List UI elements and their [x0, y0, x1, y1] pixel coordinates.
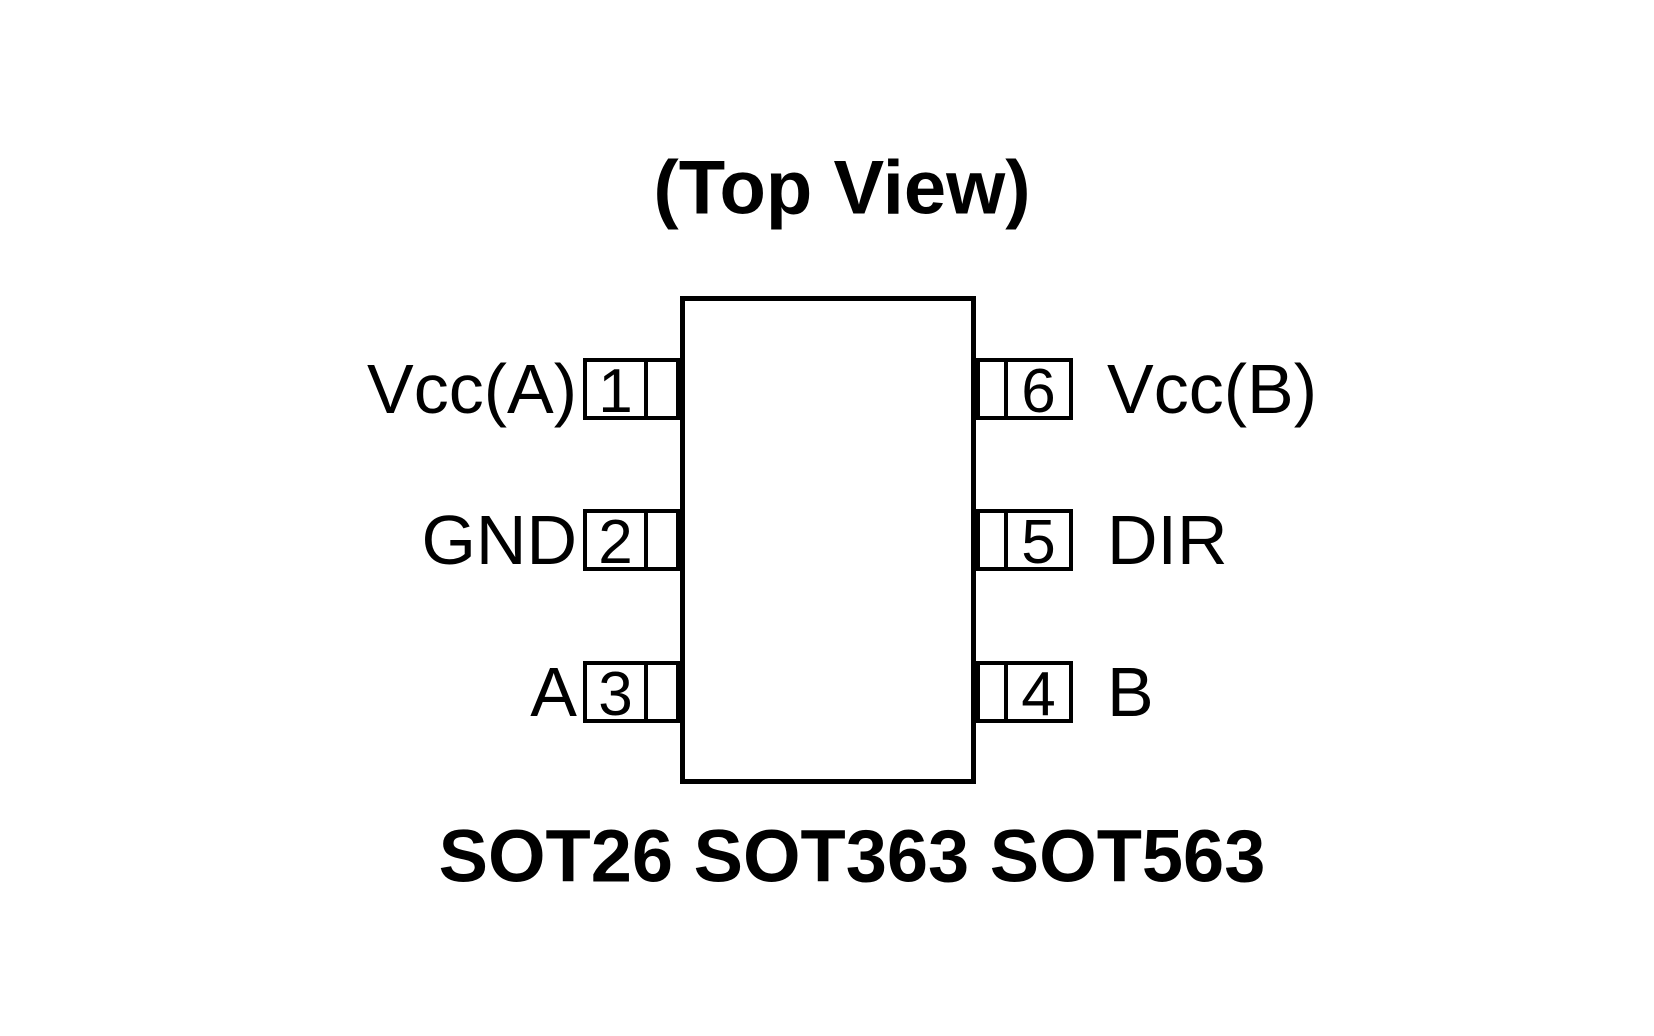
pin-1-label: Vcc(A): [367, 350, 577, 428]
pin-4-number-cell: 4: [1008, 664, 1069, 726]
pin-2-label: GND: [421, 501, 577, 579]
ic-package-body: [680, 296, 976, 784]
pin-4-number: 4: [1021, 660, 1056, 729]
pin-3-number: 3: [598, 660, 633, 729]
pin-4-label: B: [1107, 653, 1154, 731]
pin-2-number-cell: 2: [587, 512, 648, 574]
pin-4-stub: [980, 665, 1008, 719]
pin-5-stub: [980, 513, 1008, 567]
pin-3-number-cell: 3: [587, 664, 648, 726]
pin-6-number-cell: 6: [1008, 361, 1069, 423]
pin-5-number-cell: 5: [1008, 512, 1069, 574]
package-names-caption: SOT26 SOT363 SOT563: [438, 814, 1266, 898]
pin-1-number-cell: 1: [587, 361, 648, 423]
pin-6: 6: [976, 358, 1073, 423]
pin-1-number: 1: [598, 357, 633, 426]
pin-5-number: 5: [1021, 508, 1056, 577]
pin-3: 3: [583, 661, 680, 726]
pin-1: 1: [583, 358, 680, 423]
pin-4: 4: [976, 661, 1073, 726]
pin-6-number: 6: [1021, 357, 1056, 426]
pin-3-stub: [648, 665, 676, 719]
pin-2-stub: [648, 513, 676, 567]
pin-2: 2: [583, 509, 680, 574]
pin-3-label: A: [530, 653, 577, 731]
diagram-title: (Top View): [653, 145, 1031, 231]
pin-6-stub: [980, 362, 1008, 416]
pin-5: 5: [976, 509, 1073, 574]
pin-5-label: DIR: [1107, 501, 1228, 579]
pin-6-label: Vcc(B): [1107, 350, 1317, 428]
pin-2-number: 2: [598, 508, 633, 577]
pin-1-stub: [648, 362, 676, 416]
